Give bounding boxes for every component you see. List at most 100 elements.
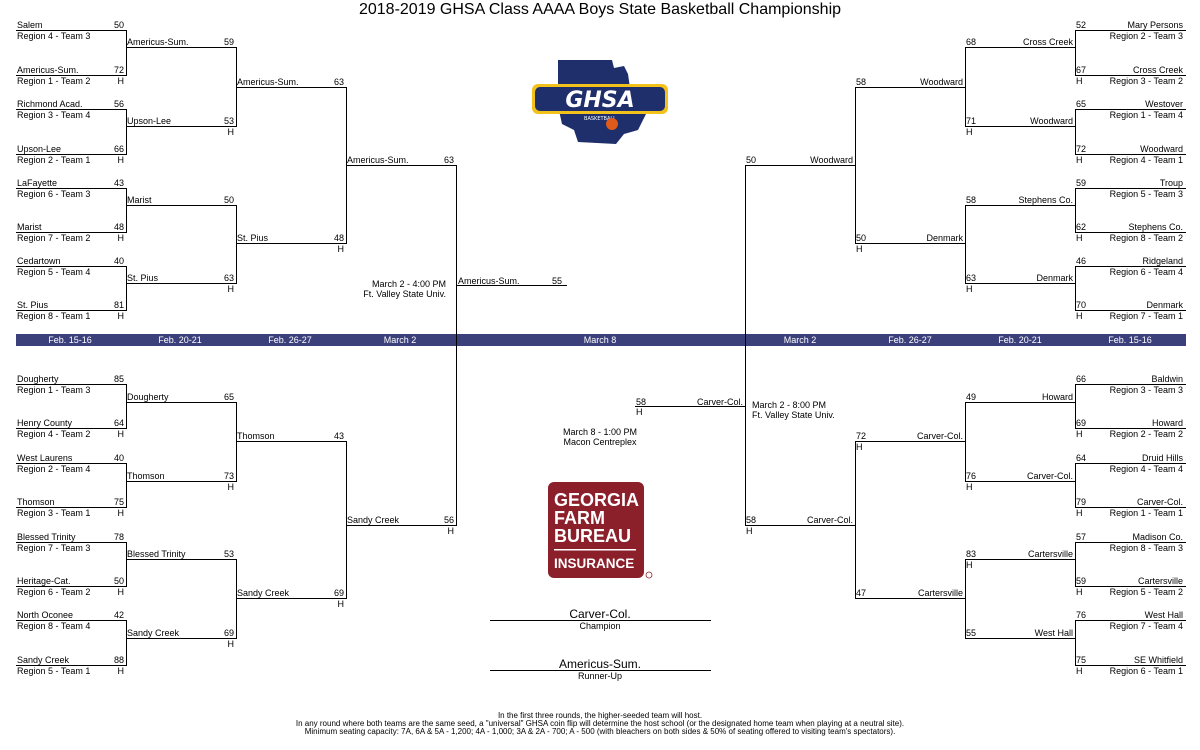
svg-text:INSURANCE: INSURANCE: [554, 556, 634, 571]
r1-br-0-seed: Region 3 - Team 3: [1109, 385, 1183, 395]
bracket-line: [965, 402, 1076, 403]
r2-br-1-host: H: [966, 482, 973, 492]
r1-tr-0-team: Mary Persons: [1127, 20, 1183, 30]
r1-bl-0-score: 85: [113, 374, 124, 384]
bracket-line: [965, 402, 966, 482]
semifinal-right-venue: Ft. Valley State Univ.: [752, 410, 835, 420]
r1-tl-6-score: 40: [113, 256, 124, 266]
champion-line: [490, 620, 711, 621]
r1-tr-7-seed: Region 7 - Team 1: [1109, 311, 1183, 321]
r1-br-5-team: Cartersville: [1137, 576, 1183, 586]
r1-br-1-score: 69: [1076, 418, 1087, 428]
bracket-line: [1075, 428, 1186, 429]
bracket-line: [855, 243, 966, 244]
r1-tl-7-seed: Region 8 - Team 1: [17, 311, 91, 321]
footnote: Minimum seating capacity: 7A, 6A & 5A - …: [304, 727, 896, 736]
bracket-line: [965, 126, 1076, 127]
r1-tr-1-team: Cross Creek: [1132, 65, 1183, 75]
svg-text:FARM: FARM: [554, 508, 605, 528]
ghsa-logo: GHSA BASKETBALL: [528, 54, 672, 148]
bracket-line: [1075, 30, 1076, 76]
bracket-line: [126, 481, 237, 482]
r3-br-0-score: 72: [856, 431, 867, 441]
r1-br-3-team: Carver-Col.: [1136, 497, 1183, 507]
runner-up-line: [490, 670, 711, 671]
r2-br-3-team: West Hall: [1034, 628, 1073, 638]
r2-tl-0-team: Americus-Sum.: [127, 37, 189, 47]
r1-tl-6-team: Cedartown: [17, 256, 61, 266]
bracket-line: [1075, 384, 1076, 429]
date-bar: [16, 334, 1186, 346]
r1-bl-2-team: West Laurens: [17, 453, 73, 463]
svg-text:GHSA: GHSA: [565, 88, 634, 113]
r2-bl-0-team: Dougherty: [127, 392, 169, 402]
r1-br-2-team: Druid Hills: [1141, 453, 1183, 463]
r2-tr-1-host: H: [966, 127, 973, 137]
bracket-line: [1075, 30, 1186, 31]
r2-tr-2-score: 58: [966, 195, 977, 205]
r2-tl-2-team: Marist: [127, 195, 152, 205]
bracket-line: [1075, 232, 1186, 233]
r2-br-1-score: 76: [966, 471, 977, 481]
georgia-farm-bureau-logo: GEORGIA FARM BUREAU INSURANCE: [546, 480, 654, 580]
r2-bl-3-team: Sandy Creek: [127, 628, 180, 638]
bracket-line: [965, 638, 1076, 639]
r1-tl-3-team: Upson-Lee: [17, 144, 62, 154]
r1-tl-1-team: Americus-Sum.: [17, 65, 79, 75]
final-bottom-score: 58: [636, 397, 647, 407]
r1-tr-4-score: 59: [1076, 178, 1087, 188]
semifinal-right-date: March 2 - 8:00 PM: [752, 400, 827, 410]
round-date-label: Feb. 20-21: [998, 335, 1042, 345]
r2-tl-3-team: St. Pius: [127, 273, 159, 283]
bracket-line: [126, 384, 127, 429]
r2-tl-1-host: H: [227, 127, 235, 137]
r2-br-2-host: H: [966, 560, 973, 570]
bracket-line: [965, 205, 1076, 206]
footnote: In the first three rounds, the higher-se…: [497, 711, 703, 720]
round-date-label: March 8: [583, 335, 617, 345]
bracket-line: [1075, 266, 1076, 311]
bracket-line: [16, 463, 127, 464]
r3-tl-1-team: St. Pius: [237, 233, 269, 243]
bracket-line: [126, 30, 127, 76]
r1-bl-3-score: 75: [113, 497, 124, 507]
semifinal-left-date: March 2 - 4:00 PM: [371, 279, 446, 289]
r2-bl-0-score: 65: [223, 392, 234, 402]
r2-tl-3-host: H: [227, 284, 235, 294]
r1-tl-0-score: 50: [113, 20, 124, 30]
r2-tr-3-team: Denmark: [1036, 273, 1073, 283]
bracket-line: [1075, 75, 1186, 76]
r1-br-3-host: H: [1076, 508, 1083, 518]
r3-tl-1-host: H: [337, 244, 345, 254]
r1-tr-5-host: H: [1076, 233, 1083, 243]
bracket-line: [1075, 620, 1186, 621]
round-date-label: March 2: [783, 335, 817, 345]
r2-bl-3-host: H: [227, 639, 235, 649]
r1-tr-1-host: H: [1076, 76, 1083, 86]
bracket-line: [126, 109, 127, 155]
r1-tr-4-team: Troup: [1159, 178, 1183, 188]
r1-br-2-seed: Region 4 - Team 4: [1109, 464, 1183, 474]
bracket-line: [855, 598, 966, 599]
page-title: 2018-2019 GHSA Class AAAA Boys State Bas…: [358, 1, 842, 18]
r1-bl-3-team: Thomson: [17, 497, 55, 507]
bracket-line: [126, 402, 237, 403]
bracket-line: [346, 165, 457, 166]
r1-tl-7-score: 81: [113, 300, 124, 310]
r2-bl-1-host: H: [227, 482, 235, 492]
bracket-line: [965, 559, 1076, 560]
r1-tr-6-team: Ridgeland: [1142, 256, 1183, 266]
r1-bl-7-host: H: [117, 666, 125, 676]
r2-br-0-score: 49: [966, 392, 977, 402]
r1-tr-1-score: 67: [1076, 65, 1087, 75]
bracket-line: [236, 243, 347, 244]
r4-bl-score: 56: [443, 515, 454, 525]
r3-br-0-host: H: [856, 442, 863, 452]
r1-tl-0-team: Salem: [17, 20, 43, 30]
r4-bl-team: Sandy Creek: [347, 515, 400, 525]
r4-tl-team: Americus-Sum.: [347, 155, 409, 165]
r1-tl-4-team: LaFayette: [17, 178, 58, 188]
bracket-line: [236, 402, 237, 482]
r3-bl-0-score: 43: [333, 431, 344, 441]
r4-tl-score: 63: [443, 155, 454, 165]
